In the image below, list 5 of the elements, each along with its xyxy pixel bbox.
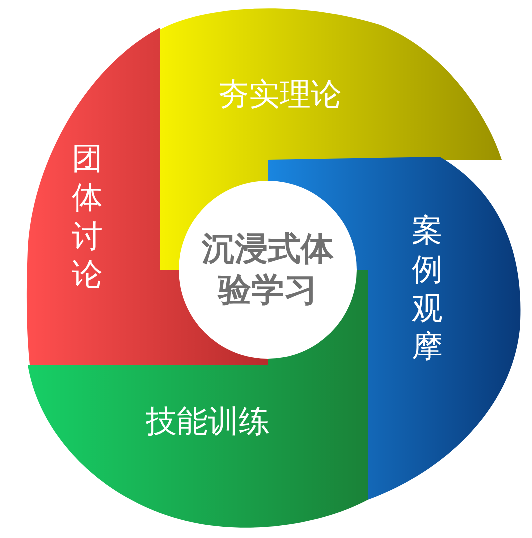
segment-label: 夯实理论 (218, 78, 342, 112)
segment-label: 技能训练 (146, 405, 270, 440)
segment-label: 案例观摩 (412, 212, 443, 367)
segment-label: 团体讨论 (72, 140, 103, 295)
center-label: 沉浸式体验学习 (202, 228, 334, 310)
